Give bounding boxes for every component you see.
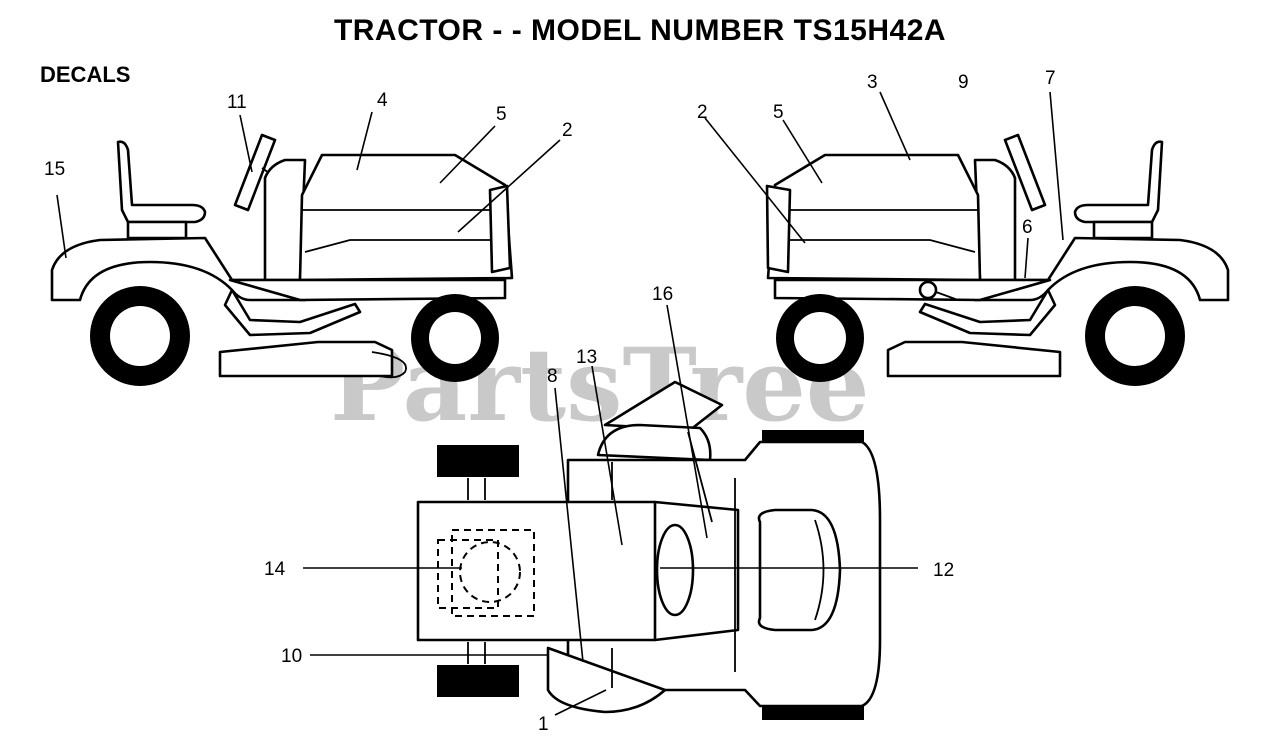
callout-label: 5 bbox=[496, 104, 507, 125]
callout-labels: 15 11 4 5 2 2 5 3 9 7 6 16 13 8 14 12 10… bbox=[44, 68, 1056, 735]
callout-label: 12 bbox=[933, 560, 954, 581]
callout-label: 3 bbox=[867, 72, 878, 93]
callout-label: 2 bbox=[562, 120, 573, 141]
callout-label: 13 bbox=[576, 347, 597, 368]
callout-label: 6 bbox=[1022, 217, 1033, 238]
callout-label: 4 bbox=[377, 90, 388, 111]
section-label: DECALS bbox=[40, 62, 131, 87]
tractor-right-side-view bbox=[765, 133, 1230, 386]
tractor-left-side-view bbox=[50, 133, 514, 386]
callout-label: 2 bbox=[697, 102, 708, 123]
callout-label: 8 bbox=[547, 366, 558, 387]
callout-label: 15 bbox=[44, 159, 65, 180]
callout-label: 9 bbox=[958, 72, 969, 93]
callout-label: 5 bbox=[773, 102, 784, 123]
callout-label: 11 bbox=[227, 92, 247, 113]
tractor-top-view bbox=[416, 380, 882, 720]
callout-label: 14 bbox=[264, 559, 286, 580]
diagram-title: TRACTOR - - MODEL NUMBER TS15H42A bbox=[333, 14, 947, 47]
callout-label: 1 bbox=[538, 714, 549, 735]
callout-label: 16 bbox=[652, 284, 673, 305]
callout-label: 7 bbox=[1045, 68, 1056, 89]
callout-label: 10 bbox=[281, 646, 302, 667]
leader-lines bbox=[56, 91, 1064, 716]
